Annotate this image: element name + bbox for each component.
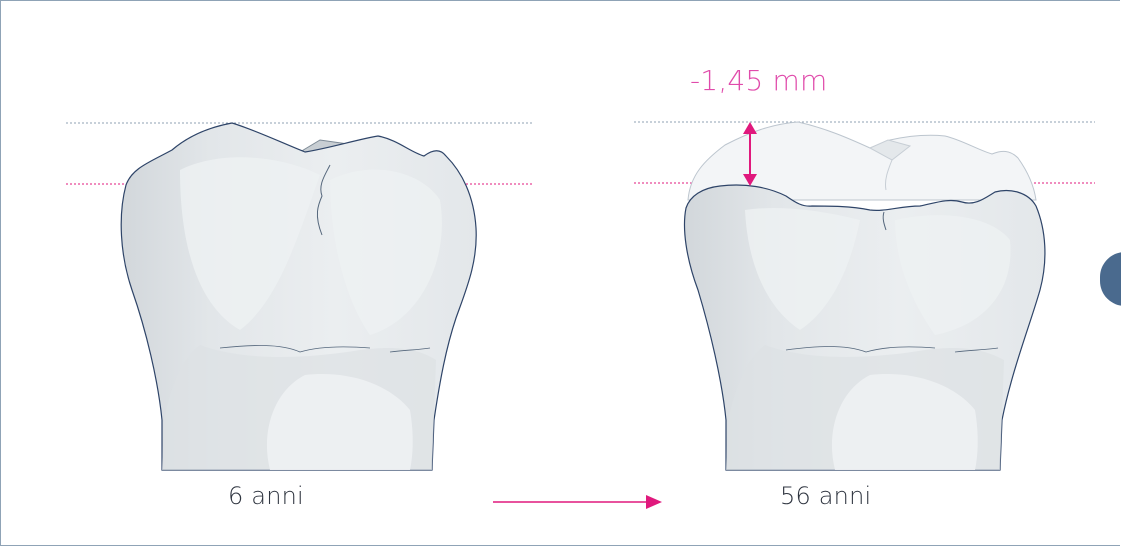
tooth-young: [121, 123, 476, 470]
arrow-right-icon: [493, 495, 662, 509]
age-label-old: 56 anni: [780, 482, 871, 510]
wear-measurement-label: -1,45 mm: [690, 64, 828, 97]
age-label-young: 6 anni: [228, 482, 304, 510]
tooth-old: [685, 122, 1045, 470]
